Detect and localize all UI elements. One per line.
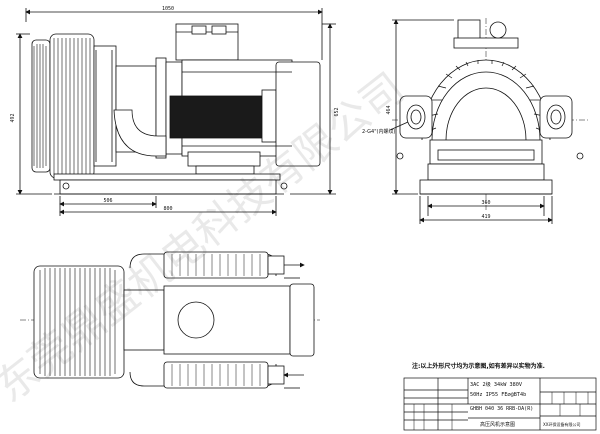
port-left — [399, 95, 433, 139]
dim-base-width-2: 419 — [481, 214, 490, 220]
port-right — [539, 95, 573, 139]
front-view — [389, 18, 590, 224]
spec-line-2: 50Hz IP55 FE∅@BT4b — [470, 392, 526, 398]
fan-housing-top — [33, 265, 125, 379]
silencer-upper — [129, 251, 285, 279]
motor — [169, 59, 321, 167]
dim-front-height: 464 — [386, 105, 392, 114]
top-view — [20, 251, 320, 389]
company-name: XX环保设备有限公司 — [543, 421, 580, 427]
drawing-name: 高压风机示意图 — [480, 421, 515, 428]
title-block — [403, 377, 597, 431]
dim-overall-length: 1050 — [162, 6, 174, 12]
impeller-housing-left — [31, 33, 117, 179]
model-number: GHBH 040 36 RRB-DA(R) — [470, 406, 533, 412]
dim-side-height: 492 — [10, 113, 16, 122]
spec-line-1: 3AC 2级 34kW 380V — [470, 380, 522, 388]
port-spec-label: 2-G4"(内螺纹) — [362, 128, 395, 135]
side-view — [16, 8, 336, 216]
dim-overall-height: 652 — [334, 107, 340, 116]
dim-base-width-1: 360 — [481, 200, 490, 206]
drawing-note: 注:以上外形尺寸均为示意图,如有差异以实物为准. — [412, 362, 545, 370]
dim-base-length-1: 506 — [103, 198, 112, 204]
dim-base-length-2: 800 — [163, 206, 172, 212]
silencer-lower — [129, 361, 285, 389]
fan-housing-front — [421, 59, 551, 165]
